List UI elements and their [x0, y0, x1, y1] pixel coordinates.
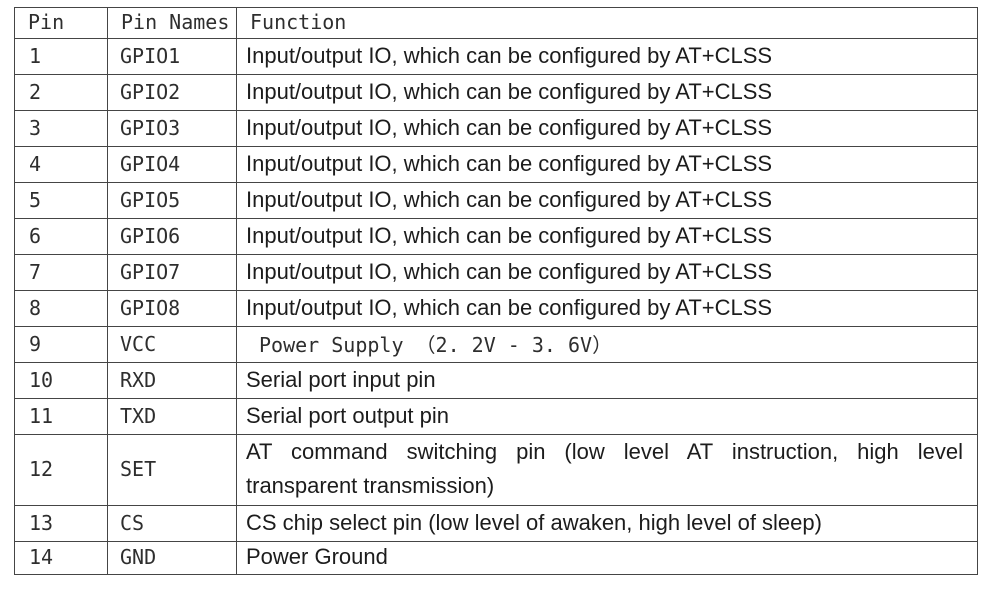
cell-name: CS: [107, 505, 237, 542]
table-header: Pin Pin Names Function: [14, 7, 978, 39]
cell-pin: 10: [14, 362, 108, 399]
cell-name: VCC: [107, 326, 237, 363]
cell-pin: 11: [14, 398, 108, 435]
cell-name: GPIO6: [107, 218, 237, 255]
cell-pin: 14: [14, 541, 108, 575]
cell-function: Power Ground: [236, 541, 978, 575]
cell-function: Input/output IO, which can be configured…: [236, 218, 978, 255]
cell-function: Power Supply （2. 2V - 3. 6V）: [236, 326, 978, 363]
cell-name: GPIO2: [107, 74, 237, 111]
cell-function: Input/output IO, which can be configured…: [236, 110, 978, 147]
cell-name: GPIO5: [107, 182, 237, 219]
header-row: Pin Pin Names Function: [14, 7, 978, 39]
cell-name: GPIO4: [107, 146, 237, 183]
cell-name: RXD: [107, 362, 237, 399]
cell-pin: 6: [14, 218, 108, 255]
cell-function: Input/output IO, which can be configured…: [236, 290, 978, 327]
cell-pin: 9: [14, 326, 108, 363]
cell-name: GPIO1: [107, 38, 237, 75]
cell-name: SET: [107, 434, 237, 506]
cell-pin: 5: [14, 182, 108, 219]
column-header-function: Function: [236, 7, 978, 39]
cell-pin: 1: [14, 38, 108, 75]
cell-pin: 2: [14, 74, 108, 111]
cell-pin: 4: [14, 146, 108, 183]
cell-pin: 3: [14, 110, 108, 147]
cell-pin: 13: [14, 505, 108, 542]
cell-pin: 7: [14, 254, 108, 291]
cell-name: GND: [107, 541, 237, 575]
cell-function: Input/output IO, which can be configured…: [236, 254, 978, 291]
cell-function: Input/output IO, which can be configured…: [236, 182, 978, 219]
cell-name: TXD: [107, 398, 237, 435]
column-header-pin-names: Pin Names: [107, 7, 237, 39]
cell-name: GPIO7: [107, 254, 237, 291]
cell-function: Serial port input pin: [236, 362, 978, 399]
cell-name: GPIO3: [107, 110, 237, 147]
cell-function: Serial port output pin: [236, 398, 978, 435]
cell-function: Input/output IO, which can be configured…: [236, 38, 978, 75]
cell-function: Input/output IO, which can be configured…: [236, 74, 978, 111]
column-header-pin: Pin: [14, 7, 108, 39]
cell-name: GPIO8: [107, 290, 237, 327]
cell-function: CS chip select pin (low level of awaken,…: [236, 505, 978, 542]
cell-pin: 12: [14, 434, 108, 506]
cell-function: Input/output IO, which can be configured…: [236, 146, 978, 183]
cell-pin: 8: [14, 290, 108, 327]
cell-function: AT command switching pin (low level AT i…: [236, 434, 978, 506]
